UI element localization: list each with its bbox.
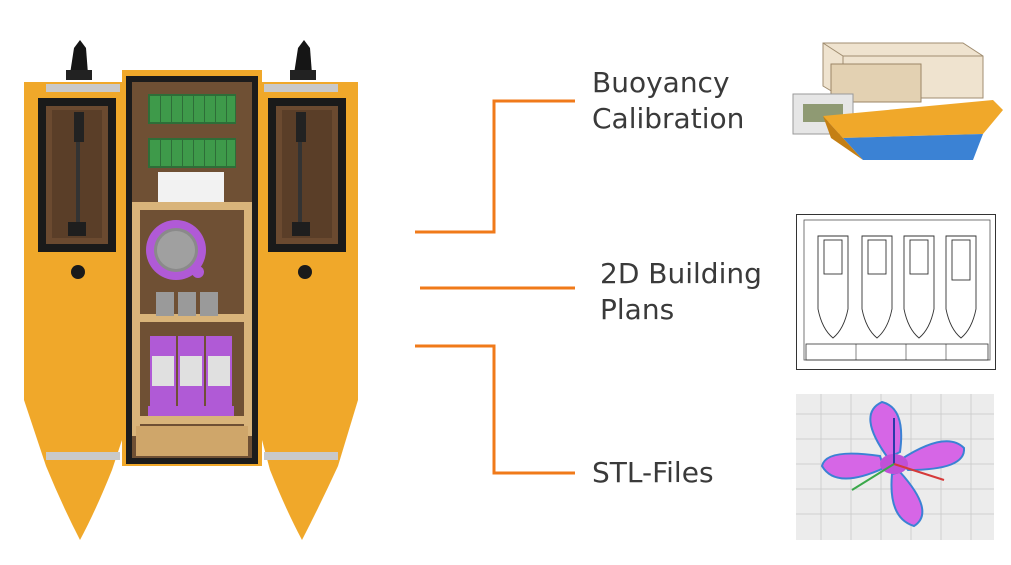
porthole (146, 220, 206, 280)
white-module (158, 172, 224, 204)
label-buoyancy-calibration: Buoyancy Calibration (592, 66, 745, 135)
pumps (148, 336, 234, 416)
label-stl-files: STL-Files (592, 456, 714, 489)
connector-stl (415, 344, 575, 475)
central-box (122, 70, 262, 466)
right-compartment (268, 98, 346, 279)
propeller-stl-icon (796, 394, 994, 540)
wooden-frame (132, 202, 252, 456)
battery-pack-upper (148, 94, 236, 124)
connector-buoyancy (415, 99, 575, 234)
catamaran-render (24, 40, 358, 540)
motor-left (66, 40, 92, 80)
left-compartment (38, 98, 116, 279)
buoyancy-model-icon (792, 42, 1003, 160)
blueprint-drawing-icon (796, 214, 996, 370)
battery-pack-lower (148, 138, 236, 168)
label-building-plans: 2D Building Plans (600, 257, 762, 326)
motor-right (290, 40, 316, 80)
